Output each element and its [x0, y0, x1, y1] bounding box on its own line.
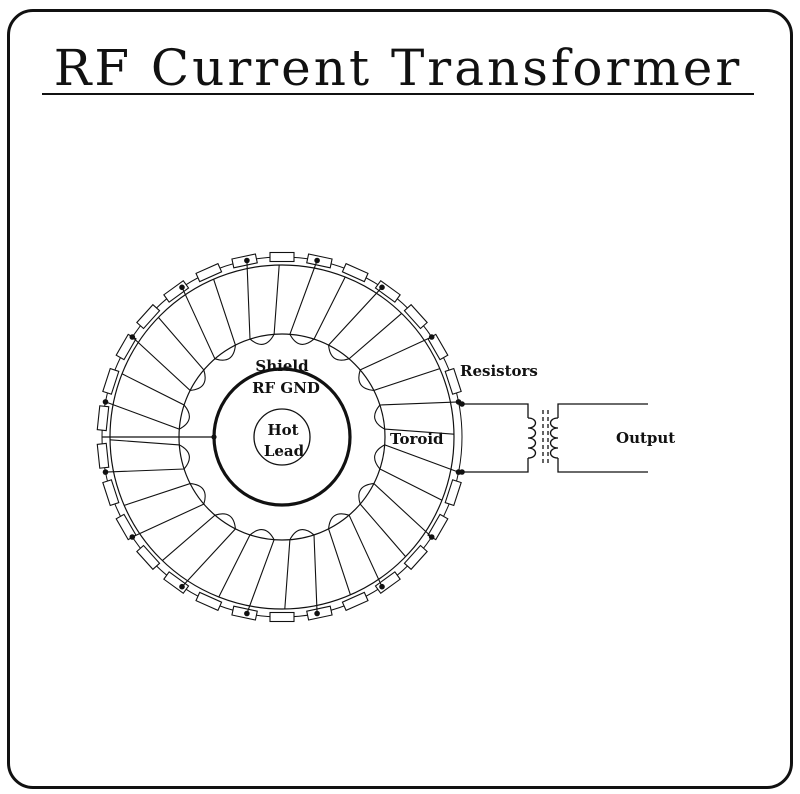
resistor: [403, 303, 428, 330]
diagram-title: RF Current Transformer: [53, 39, 743, 97]
resistor: [163, 571, 190, 595]
resistor: [403, 544, 428, 571]
resistor: [136, 544, 161, 571]
resistor: [102, 367, 120, 395]
junction-dot: [102, 469, 109, 475]
junction-dot: [179, 284, 185, 291]
junction-dot: [428, 334, 435, 340]
resistor: [195, 262, 223, 283]
junction-dot: [129, 534, 136, 540]
junction-dot: [179, 583, 185, 590]
junction-dot: [314, 257, 320, 264]
resistor: [374, 279, 401, 303]
junction-dot: [314, 610, 320, 617]
junction-dot: [129, 334, 136, 340]
winding-turn: [218, 529, 275, 614]
shield-junction-dot: [211, 434, 217, 440]
resistor: [269, 251, 295, 263]
resistor-ring: [96, 251, 463, 623]
resistor: [444, 479, 462, 507]
shield-label: Shield: [255, 357, 309, 375]
winding-turn: [374, 401, 459, 435]
title-underline: [42, 93, 754, 95]
rf-gnd-label: RF GND: [252, 379, 320, 397]
winding-turn: [358, 483, 433, 557]
output-lead-bottom: [462, 458, 529, 473]
resistor: [136, 303, 161, 330]
primary-coil: [527, 417, 537, 459]
resistor: [269, 611, 295, 623]
resistor: [96, 442, 110, 469]
winding-turn: [105, 373, 190, 430]
winding-turn: [181, 279, 236, 361]
junction-dot: [244, 257, 250, 264]
winding-turn: [358, 336, 440, 391]
winding-turn: [328, 513, 383, 595]
winding-turn: [284, 529, 318, 614]
winding-turn: [162, 513, 236, 588]
output-wiring: [462, 403, 648, 473]
winding-turn: [105, 439, 190, 473]
junction-dot: [379, 583, 385, 590]
resistor: [341, 262, 369, 283]
lead-label: Lead: [264, 442, 305, 460]
toroid-label: Toroid: [390, 430, 444, 448]
winding-turn: [131, 317, 206, 391]
winding-turn: [124, 483, 206, 538]
winding-turn: [374, 444, 459, 501]
junction-dot: [379, 284, 385, 291]
winding-turn: [289, 260, 346, 345]
hot-lead-conductor: [253, 408, 311, 466]
resistor: [102, 479, 120, 507]
resistor: [96, 405, 110, 432]
winding-turn: [246, 260, 280, 345]
resistor: [444, 367, 462, 395]
secondary-lead-top: [557, 403, 648, 418]
hot-label: Hot: [267, 421, 298, 439]
resistor: [163, 279, 190, 303]
winding-group: [102, 257, 465, 617]
secondary-lead-bottom: [557, 458, 648, 473]
resistor: [341, 591, 369, 612]
winding-turn: [328, 286, 402, 361]
resistor: [374, 571, 401, 595]
output-lead-top: [462, 403, 529, 418]
resistors-label: Resistors: [460, 362, 538, 380]
frame-border: [7, 9, 793, 789]
junction-dot: [428, 534, 435, 540]
output-label: Output: [616, 429, 675, 447]
resistor: [195, 591, 223, 612]
secondary-coil: [549, 417, 559, 459]
junction-dot: [244, 610, 250, 617]
junction-dot: [102, 399, 109, 405]
